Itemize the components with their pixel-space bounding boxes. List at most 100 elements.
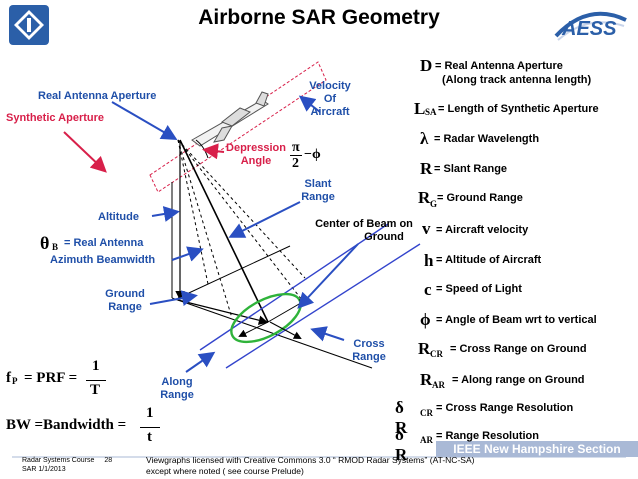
- prf-f: f: [6, 370, 11, 386]
- theta-symbol: θ: [40, 233, 50, 253]
- footer-page: 28: [104, 457, 113, 464]
- def-symbol: L: [414, 99, 426, 118]
- def-symbol: D: [420, 56, 433, 75]
- prf-formula: f P = PRF = 1 T: [6, 356, 116, 404]
- label-slant-line2: Range: [301, 191, 335, 203]
- label-along-range: Along Range: [152, 376, 202, 402]
- red-pointer-arrows: [63, 131, 225, 173]
- def-subscript: CR: [420, 408, 433, 418]
- def-text: (Along track antenna length): [442, 74, 592, 86]
- label-depression-line2: Angle: [240, 155, 272, 167]
- footer-course: Radar Systems Course: [22, 457, 95, 464]
- def-symbol: λ: [420, 129, 429, 148]
- def-text: = Cross Range Resolution: [436, 402, 574, 414]
- prf-denominator: T: [90, 382, 101, 398]
- blue-pointer-arrows: [111, 95, 359, 373]
- depression-minus-phi: −ϕ: [304, 147, 321, 162]
- label-real-antenna-aperture: Real Antenna Aperture: [38, 90, 157, 102]
- def-symbol: δ R: [395, 398, 408, 437]
- bw-denominator: t: [147, 429, 152, 445]
- azimuth-beamwidth-text: Azimuth Beamwidth: [50, 254, 156, 266]
- label-center-line2: Ground: [364, 231, 404, 243]
- footer-license-line1: Viewgraphs licensed with Creative Common…: [146, 455, 475, 465]
- label-ground-line1: Ground: [105, 288, 145, 300]
- label-cross-line1: Cross: [353, 338, 385, 350]
- bw-numerator: 1: [146, 405, 154, 421]
- def-subscript: AR: [432, 380, 445, 390]
- footer-course-info: Radar Systems Course 28 SAR 1/1/2013: [22, 456, 132, 474]
- ground-plane: [171, 182, 373, 369]
- def-subscript: SA: [425, 107, 437, 117]
- label-velocity-of-aircraft: Velocity Of Aircraft: [300, 80, 360, 119]
- aess-logo: AESS: [548, 6, 632, 46]
- def-symbol: h: [424, 251, 434, 270]
- def-symbol: R: [420, 159, 433, 178]
- label-velocity-line1: Velocity: [309, 80, 351, 92]
- label-along-line2: Range: [160, 389, 194, 401]
- label-center-line1: Center of Beam on: [315, 218, 413, 230]
- def-subscript: AR: [420, 435, 433, 445]
- label-ground-line2: Range: [108, 301, 142, 313]
- def-text: = Real Antenna Aperture: [435, 60, 563, 72]
- def-subscript: CR: [430, 349, 443, 359]
- depression-fraction-bar: [290, 155, 302, 156]
- aess-logo-text: AESS: [562, 18, 617, 40]
- def-text: = Aircraft velocity: [436, 224, 529, 236]
- def-symbol: δ R: [395, 425, 408, 464]
- label-slant-line1: Slant: [304, 178, 332, 190]
- label-depression-line1: Depression: [226, 142, 286, 154]
- def-text: = Cross Range on Ground: [450, 343, 587, 355]
- page-title: Airborne SAR Geometry: [198, 6, 440, 29]
- depression-two: 2: [292, 156, 299, 171]
- label-along-line1: Along: [161, 376, 193, 388]
- label-ground-range: Ground Range: [100, 288, 150, 314]
- prf-mid: = PRF =: [24, 370, 78, 386]
- def-text: = Radar Wavelength: [434, 133, 540, 145]
- def-text: = Angle of Beam wrt to vertical: [436, 314, 597, 326]
- bw-fraction-bar: [140, 427, 160, 428]
- def-text: = Range Resolution: [436, 430, 539, 442]
- def-subscript: G: [430, 199, 438, 209]
- footer-course-row: Radar Systems Course 28: [22, 456, 132, 465]
- ieee-logo: [8, 4, 50, 46]
- depression-pi: π: [292, 140, 300, 155]
- def-text: = Speed of Light: [436, 283, 522, 295]
- footer-license-line2: except where noted ( see course Prelude): [146, 466, 304, 476]
- theta-subscript: B: [52, 242, 59, 252]
- label-synthetic-aperture: Synthetic Aperture: [6, 112, 105, 124]
- def-symbol: R: [420, 370, 433, 389]
- bandwidth-formula: BW =Bandwidth = 1 t: [6, 404, 166, 452]
- prf-fraction-bar: [86, 380, 106, 381]
- footer-date: SAR 1/1/2013: [22, 466, 66, 473]
- def-text: = Slant Range: [434, 163, 508, 175]
- def-text: = Ground Range: [437, 192, 523, 204]
- label-velocity-line2: Of: [323, 93, 337, 105]
- def-symbol: ϕ: [420, 310, 431, 329]
- label-velocity-line3: Aircraft: [310, 106, 350, 118]
- label-cross-line2: Range: [352, 351, 386, 363]
- def-text: = Along range on Ground: [452, 374, 585, 386]
- prf-numerator: 1: [92, 358, 100, 374]
- label-slant-range: Slant Range: [292, 178, 344, 204]
- label-cross-range: Cross Range: [344, 338, 394, 364]
- footer-license: Viewgraphs licensed with Creative Common…: [146, 455, 476, 477]
- def-text: = Altitude of Aircraft: [436, 254, 542, 266]
- def-symbol: R: [418, 339, 431, 358]
- prf-sub: P: [12, 376, 18, 386]
- def-symbol: c: [424, 280, 432, 299]
- label-center-of-beam: Center of Beam on Ground: [304, 218, 424, 244]
- def-symbol: R: [418, 188, 431, 207]
- synthetic-aperture-outline: [149, 61, 327, 193]
- label-altitude: Altitude: [98, 211, 139, 223]
- theta-beamwidth-label: θ B = Real Antenna Azimuth Beamwidth: [40, 233, 180, 273]
- def-symbol: v: [422, 219, 431, 238]
- def-text: = Length of Synthetic Aperture: [438, 103, 599, 115]
- footer-section: IEEE New Hampshire Section: [453, 442, 621, 456]
- aircraft-icon: [191, 91, 269, 147]
- label-depression-angle: Depression Angle: [220, 142, 292, 168]
- bw-left: BW =Bandwidth =: [6, 417, 127, 433]
- footer-band: [436, 441, 638, 457]
- theta-text: = Real Antenna: [64, 237, 144, 249]
- depression-formula: π 2 −ϕ: [288, 140, 332, 174]
